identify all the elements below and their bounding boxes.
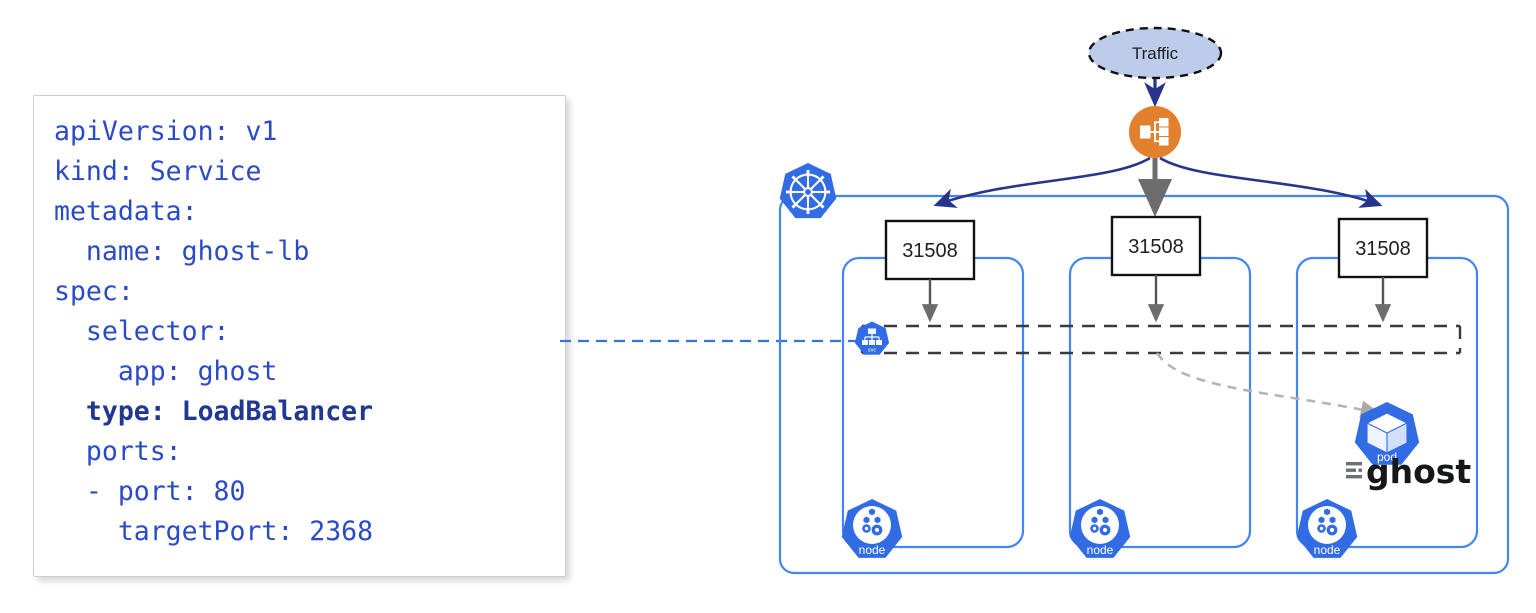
yaml-line: name: ghost-lb xyxy=(54,236,310,267)
lb-to-node1-arrow xyxy=(933,156,1151,208)
yaml-line: - port: 80 xyxy=(54,476,246,507)
kubernetes-pod-icon xyxy=(1366,412,1408,454)
node-icon-2: node xyxy=(1069,499,1131,558)
node-badge-label-2: node xyxy=(1087,543,1114,557)
traffic-ellipse xyxy=(1087,26,1223,80)
yaml-line: kind: Service xyxy=(54,156,262,187)
kubernetes-logo-icon xyxy=(779,163,837,219)
yaml-manifest-card: apiVersion: v1 kind: Service metadata: nam… xyxy=(33,95,566,577)
traffic-node: Traffic xyxy=(1087,26,1223,80)
yaml-line: metadata: xyxy=(54,196,198,227)
port-box-3: 31508 xyxy=(1337,217,1429,279)
yaml-line: type: LoadBalancer xyxy=(54,396,374,427)
yaml-line: targetPort: 2368 xyxy=(54,516,374,547)
port-box-2: 31508 xyxy=(1110,215,1202,277)
pod-badge-label: pod xyxy=(1377,450,1397,464)
traffic-label: Traffic xyxy=(1132,44,1179,63)
yaml-line: ports: xyxy=(54,436,182,467)
yaml-code-block: apiVersion: v1 kind: Service metadata: nam… xyxy=(54,112,557,552)
service-badge-label: svc xyxy=(868,348,877,354)
ghost-app-label: ghost xyxy=(1366,452,1471,491)
port-label-2: 31508 xyxy=(1128,236,1184,258)
lb-to-node3-arrow xyxy=(1159,156,1383,208)
yaml-line: spec: xyxy=(54,276,134,307)
load-balancer-node xyxy=(1129,106,1181,158)
node-icon-1: node xyxy=(841,499,903,558)
load-balancer-icon xyxy=(1140,118,1169,146)
node-badge-label-1: node xyxy=(859,543,886,557)
node-badge-label-3: node xyxy=(1314,543,1341,557)
port-label-3: 31508 xyxy=(1355,238,1411,260)
service-band xyxy=(860,324,1462,355)
yaml-line: apiVersion: v1 xyxy=(54,116,278,147)
ghost-pod-node: pod ghost xyxy=(1346,402,1471,491)
yaml-line: app: ghost xyxy=(54,356,278,387)
yaml-line: selector: xyxy=(54,316,230,347)
kubernetes-service-icon: svc xyxy=(854,321,890,355)
ghost-logo-icon xyxy=(1346,462,1362,479)
port-box-1: 31508 xyxy=(884,219,976,281)
port-label-1: 31508 xyxy=(902,240,958,262)
service-to-pod-connector xyxy=(1155,352,1381,419)
node-icon-3: node xyxy=(1296,499,1358,558)
